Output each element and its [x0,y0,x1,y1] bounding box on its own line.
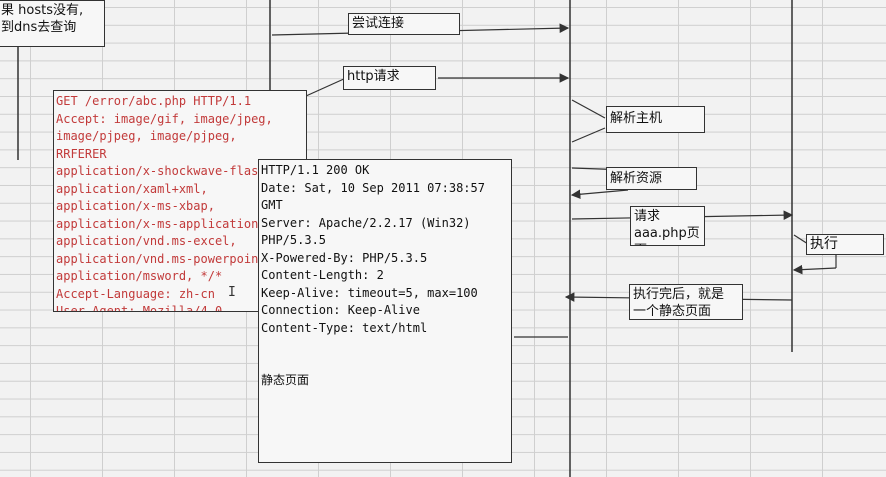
after-execute-box: 执行完后，就是 一个静态页面 [629,284,743,320]
request-line: application/xaml+xml, [56,181,208,196]
request-line: application/x-ms-application, [56,216,266,231]
line-http-to-request [305,77,347,97]
request-line: application/x-ms-xbap, [56,199,215,213]
request-line: RRFERER [56,146,107,161]
response-line: Connection: Keep-Alive [261,303,420,317]
request-line: User-Agent: Mozilla/4.0 [56,304,223,312]
execute-box: 执行 [806,234,884,255]
request-line: application/vnd.ms-powerpoint, [56,251,273,266]
text-cursor-icon: I [228,285,236,300]
response-line [261,337,509,355]
line-execute-in [793,234,809,245]
dns-note-box: 果 hosts没有, 到dns去查询 [0,0,105,47]
line-resolve-host-back [571,127,606,143]
request-line: application/msword, */* [56,269,223,283]
response-line: GMT [261,198,283,212]
response-line: Content-Type: text/html [261,320,428,335]
response-line: Date: Sat, 10 Sep 2011 07:38:57 [261,180,485,195]
response-line: X-Powered-By: PHP/5.3.5 [261,250,428,265]
request-line: image/pjpeg, image/pjpeg, [56,129,237,143]
resolve-resource-box: 解析资源 [606,167,697,190]
request-page-box: 请求 aaa.php页 面 [630,206,705,246]
resolve-host-box: 解析主机 [606,106,705,133]
request-line: Accept-Language: zh-cn [56,286,215,301]
response-line: Server: Apache/2.2.17 (Win32) [261,215,471,230]
arrow-resolve-res-back [570,189,629,200]
response-line: 静态页面 [261,373,310,387]
request-line: application/x-shockwave-flash, [56,164,273,178]
line-resolve-host [571,99,606,119]
request-line: GET /error/abc.php HTTP/1.1 [56,94,252,108]
response-line: HTTP/1.1 200 OK [261,163,370,177]
response-line: Content-Length: 2 [261,268,384,282]
http-response-box: HTTP/1.1 200 OK Date: Sat, 10 Sep 2011 07… [258,159,512,463]
arrow-execute-back [792,264,837,275]
response-line: PHP/5.3.5 [261,233,327,247]
response-line [261,355,509,373]
try-connect-box: 尝试连接 [348,13,460,35]
http-request-box: http请求 [343,66,436,90]
request-line: Accept: image/gif, image/jpeg, [56,111,273,126]
response-line: Keep-Alive: timeout=5, max=100 [261,285,478,300]
response-header-lines: HTTP/1.1 200 OK Date: Sat, 10 Sep 2011 07… [261,162,509,390]
request-line: application/vnd.ms-excel, [56,234,237,248]
